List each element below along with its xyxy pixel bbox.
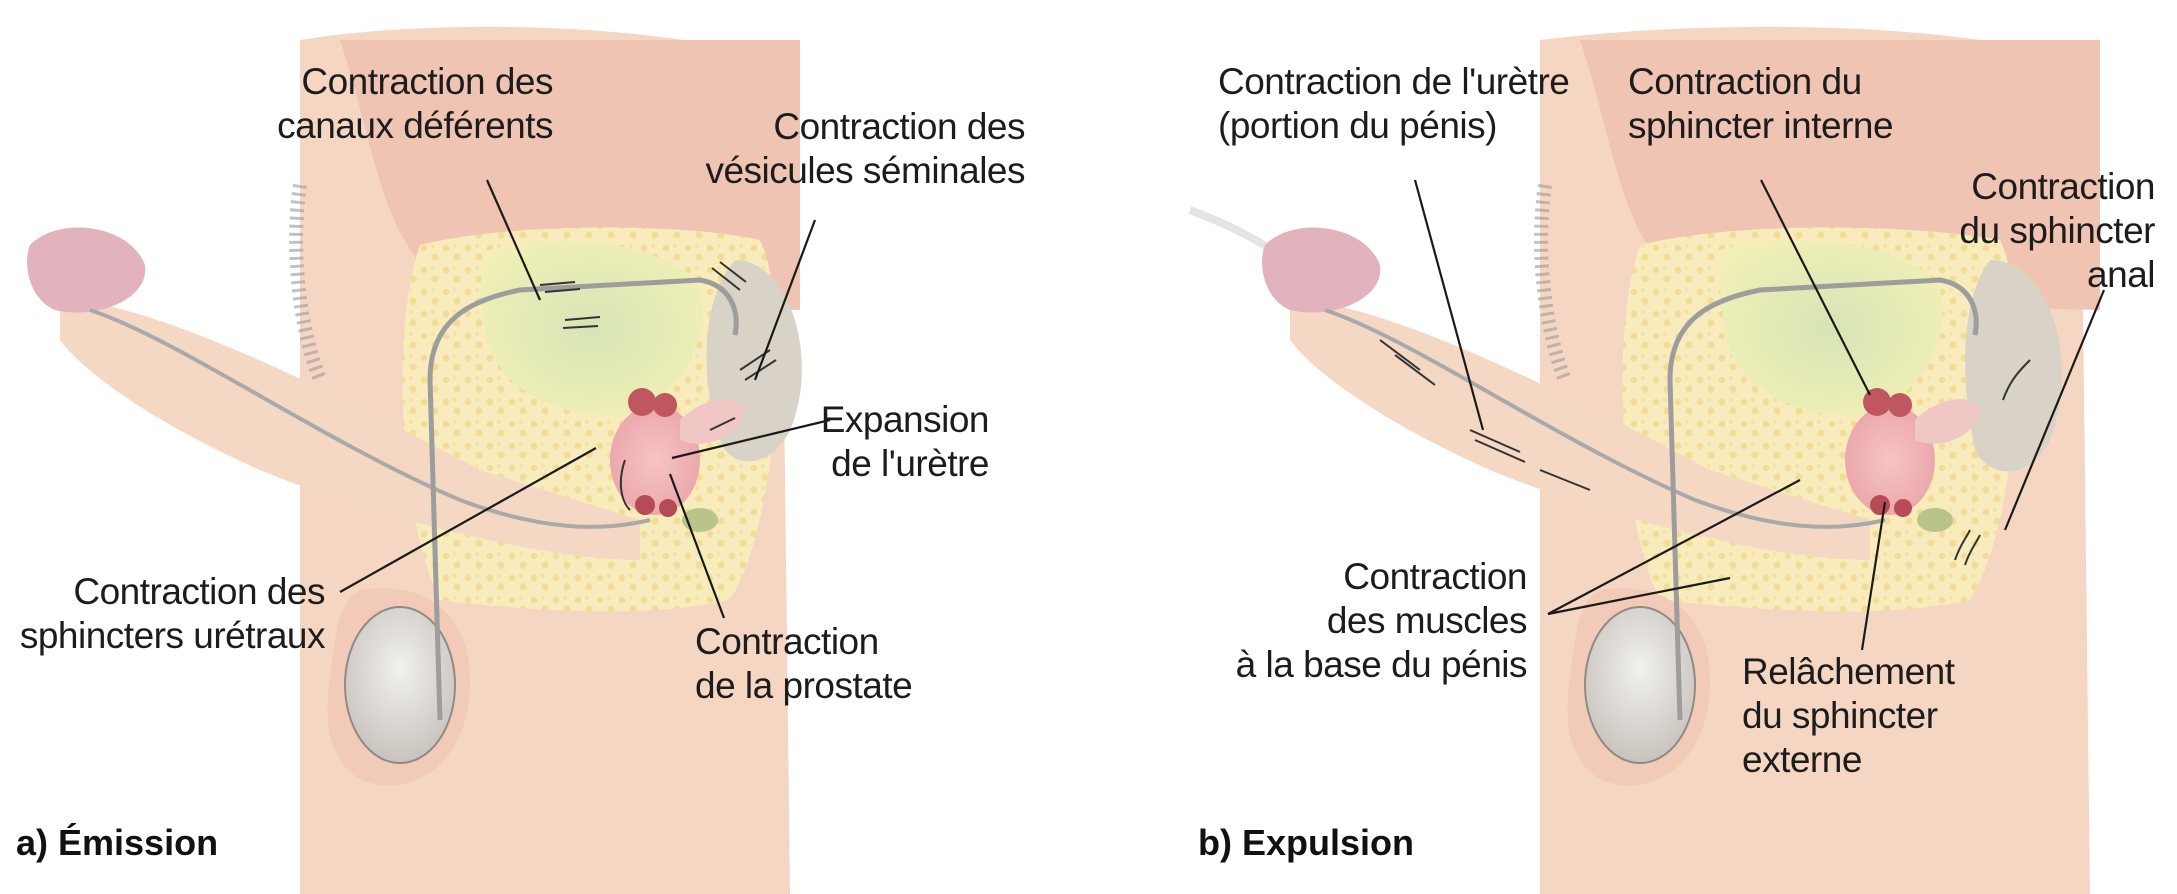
label-line: Contraction des — [20, 570, 325, 614]
label-line: Contraction des — [277, 60, 553, 104]
label-vas-deferens: Contraction des canaux déférents — [277, 60, 553, 148]
panel-a-illustration — [27, 27, 802, 894]
panel-a-caption: a) Émission — [16, 822, 218, 864]
label-line: Contraction — [1236, 555, 1527, 599]
label-line: de la prostate — [695, 664, 912, 708]
label-line: anal — [1959, 253, 2155, 297]
label-external-sphincter: Relâchement du sphincter externe — [1742, 650, 1955, 782]
label-line: des muscles — [1236, 599, 1527, 643]
label-internal-sphincter: Contraction du sphincter interne — [1628, 60, 1893, 148]
panel-b-illustration — [1190, 27, 2100, 894]
label-anal-sphincter: Contraction du sphincter anal — [1959, 165, 2155, 297]
label-prostate: Contraction de la prostate — [695, 620, 912, 708]
label-line: Contraction — [695, 620, 912, 664]
label-seminal-vesicles: Contraction des vésicules séminales — [705, 105, 1025, 193]
label-line: (portion du pénis) — [1218, 104, 1569, 148]
label-line: externe — [1742, 738, 1955, 782]
label-line: Contraction du — [1628, 60, 1893, 104]
label-line: Relâchement — [1742, 650, 1955, 694]
label-line: du sphincter — [1959, 209, 2155, 253]
label-urethral-sphincters: Contraction des sphincters urétraux — [20, 570, 325, 658]
label-line: sphincters urétraux — [20, 614, 325, 658]
label-line: sphincter interne — [1628, 104, 1893, 148]
label-line: Contraction de l'urètre — [1218, 60, 1569, 104]
panel-b-caption: b) Expulsion — [1198, 822, 1414, 864]
label-urethra-expansion: Expansion de l'urètre — [821, 398, 989, 486]
label-urethra-penile: Contraction de l'urètre (portion du péni… — [1218, 60, 1569, 148]
label-line: canaux déférents — [277, 104, 553, 148]
label-line: Expansion — [821, 398, 989, 442]
label-line: à la base du pénis — [1236, 643, 1527, 687]
label-line: Contraction — [1959, 165, 2155, 209]
label-penile-base-muscles: Contraction des muscles à la base du pén… — [1236, 555, 1527, 687]
label-line: Contraction des — [705, 105, 1025, 149]
label-line: vésicules séminales — [705, 149, 1025, 193]
label-line: de l'urètre — [821, 442, 989, 486]
label-line: du sphincter — [1742, 694, 1955, 738]
